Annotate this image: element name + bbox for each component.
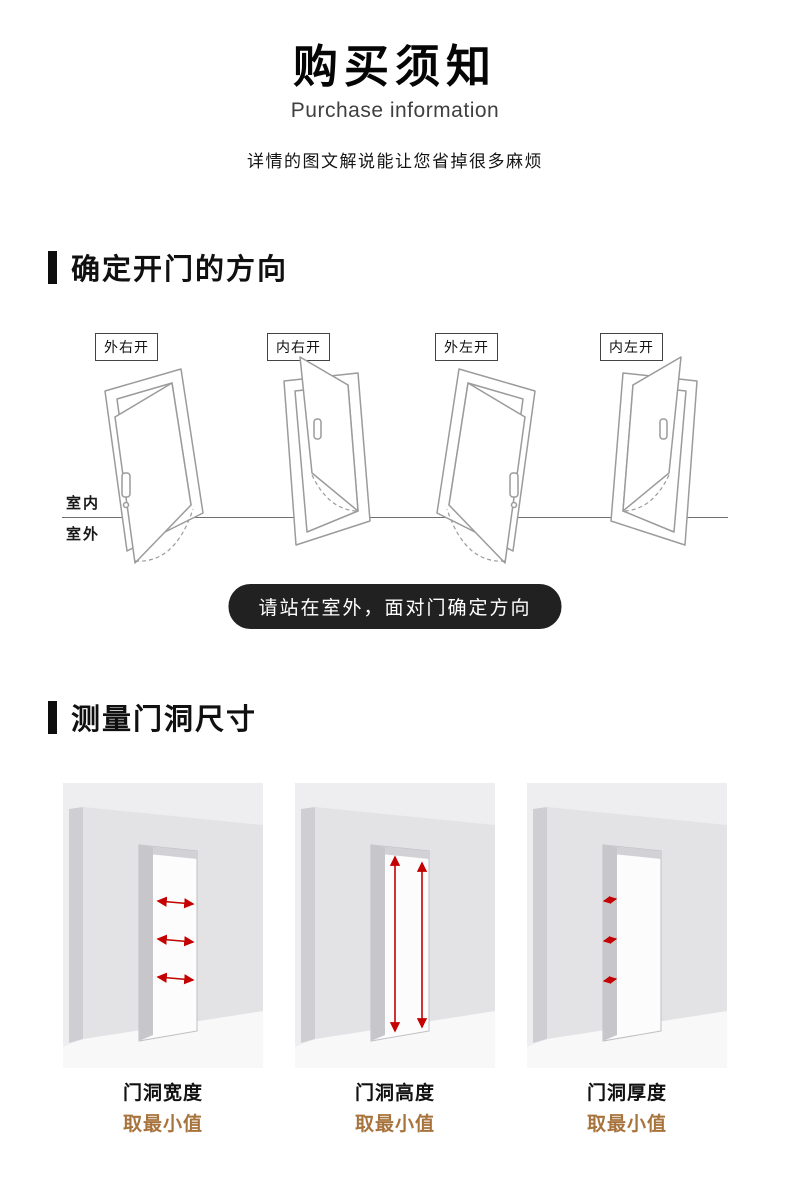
measure-caption-height: 门洞高度 <box>354 1083 435 1104</box>
wall-edge <box>301 807 315 1043</box>
measure-figure-thickness: 门洞厚度 取最小值 <box>527 783 727 1136</box>
top-jamb <box>139 845 197 859</box>
door-panel <box>114 382 192 564</box>
thickness-arrows <box>602 896 618 984</box>
wall-edge <box>533 807 547 1043</box>
section-marker-bar <box>48 700 57 734</box>
left-jamb <box>139 845 153 1041</box>
direction-tip-pill: 请站在室外，面对门确定方向 <box>228 584 562 629</box>
door-panel <box>448 382 526 564</box>
door-knob-icon <box>122 501 130 509</box>
top-jamb <box>371 845 429 859</box>
section-direction-header: 确定开门的方向 <box>48 246 288 288</box>
door-lock-icon <box>121 472 131 498</box>
page-description: 详情的图文解说能让您省掉很多麻烦 <box>247 152 543 171</box>
measure-note-width: 取最小值 <box>122 1114 203 1135</box>
door-label-outward-right: 外右开 <box>95 333 158 361</box>
door-drawing <box>436 368 536 564</box>
door-label-inward-right: 内右开 <box>267 333 330 361</box>
floor <box>295 1011 495 1068</box>
indoor-label: 室内 <box>66 495 101 512</box>
door-knob-icon <box>510 501 518 509</box>
door-lock-icon <box>659 418 668 440</box>
measure-figure-width: 门洞宽度 取最小值 <box>63 783 263 1136</box>
measure-note-thickness: 取最小值 <box>586 1114 667 1135</box>
top-jamb <box>603 845 661 859</box>
left-jamb <box>371 845 385 1041</box>
door-panel <box>622 356 682 512</box>
measure-diagram-width <box>63 783 263 1068</box>
measure-caption-thickness: 门洞厚度 <box>586 1083 667 1104</box>
measure-figure-height: 门洞高度 取最小值 <box>295 783 495 1136</box>
swing-arc <box>446 508 506 562</box>
door-diagram-outward-right <box>104 368 204 564</box>
measure-caption-width: 门洞宽度 <box>122 1083 203 1104</box>
measure-diagram-thickness <box>527 783 727 1068</box>
section-measure-header: 测量门洞尺寸 <box>48 696 257 738</box>
door-diagram-inward-right <box>283 356 371 546</box>
page-subtitle: Purchase information <box>290 99 500 122</box>
floor <box>63 1011 263 1068</box>
swing-arc <box>134 508 194 562</box>
door-label-outward-left: 外左开 <box>435 333 498 361</box>
width-arrows <box>156 896 195 985</box>
door-lock-icon <box>313 418 322 440</box>
door-diagram-outward-left <box>436 368 536 564</box>
door-lock-icon <box>509 472 519 498</box>
door-drawing <box>104 368 204 564</box>
door-drawing <box>283 356 371 546</box>
outdoor-label: 室外 <box>66 526 101 543</box>
ground-line <box>62 517 728 518</box>
door-diagram-inward-left <box>610 356 698 546</box>
section-direction-title: 确定开门的方向 <box>71 254 289 286</box>
page-title: 购买须知 <box>292 41 497 92</box>
height-arrows <box>389 855 428 1033</box>
measure-note-height: 取最小值 <box>354 1114 435 1135</box>
door-drawing <box>610 356 698 546</box>
section-marker-bar <box>48 250 57 284</box>
measure-diagram-height <box>295 783 495 1068</box>
left-jamb <box>603 845 617 1041</box>
wall-edge <box>69 807 83 1043</box>
floor <box>527 1011 727 1068</box>
section-measure-title: 测量门洞尺寸 <box>71 704 258 736</box>
door-label-inward-left: 内左开 <box>600 333 663 361</box>
door-panel <box>299 356 359 512</box>
